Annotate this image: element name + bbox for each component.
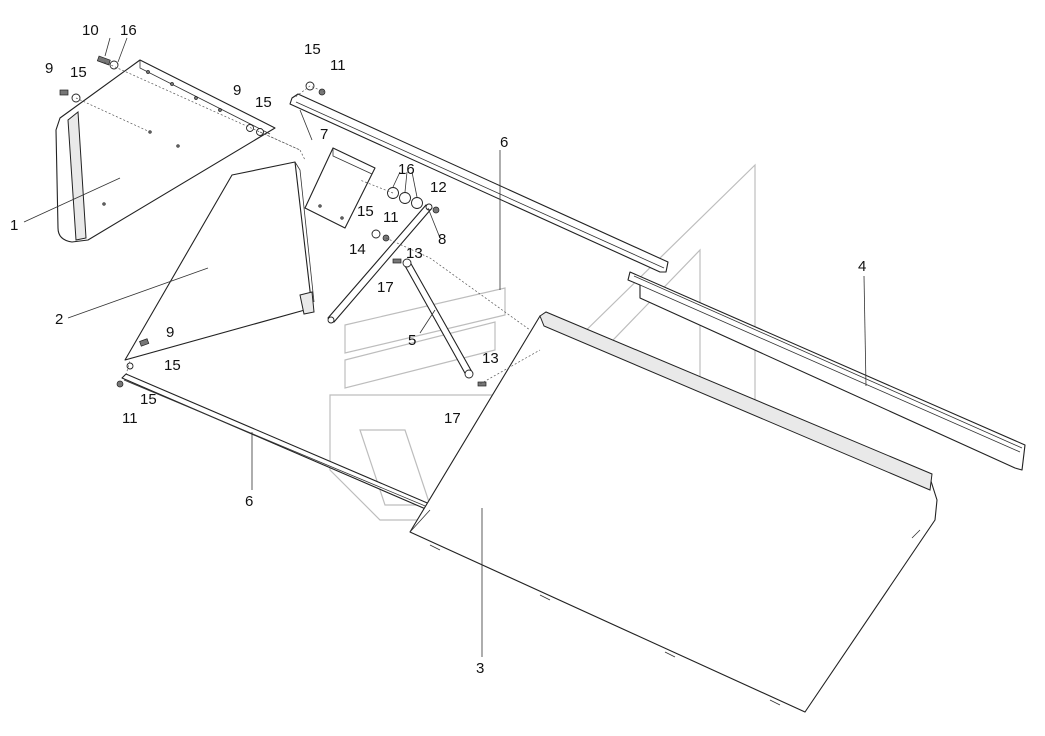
part-8-arm bbox=[327, 203, 433, 324]
part-6-upper-rail bbox=[289, 93, 669, 273]
leader-lines bbox=[75, 61, 541, 385]
callout-8: 8 bbox=[438, 231, 446, 248]
part-2-triangular-panel bbox=[124, 161, 315, 361]
callout-15: 15 bbox=[357, 203, 374, 220]
part-3-bottom-panel bbox=[409, 311, 938, 713]
callout-11: 11 bbox=[122, 410, 138, 427]
callout-labels: 10 16 9 15 9 15 15 11 6 7 16 12 15 11 8 … bbox=[10, 22, 866, 677]
callout-9: 9 bbox=[45, 60, 53, 77]
callout-4: 4 bbox=[858, 258, 866, 275]
callout-1: 1 bbox=[10, 217, 18, 234]
callout-15: 15 bbox=[304, 41, 321, 58]
callout-11: 11 bbox=[383, 209, 399, 226]
part-7-bracket-plate bbox=[304, 147, 376, 229]
label-pointers bbox=[23, 37, 867, 657]
callout-16: 16 bbox=[398, 161, 415, 178]
callout-14: 14 bbox=[349, 241, 366, 258]
part-5-gas-strut bbox=[402, 258, 474, 379]
callout-12: 12 bbox=[430, 179, 447, 196]
callout-15: 15 bbox=[164, 357, 181, 374]
callout-15: 15 bbox=[140, 391, 157, 408]
callout-10: 10 bbox=[82, 22, 99, 39]
part-1-side-panel bbox=[55, 59, 276, 243]
callout-17: 17 bbox=[377, 279, 394, 296]
callout-16: 16 bbox=[120, 22, 137, 39]
callout-15: 15 bbox=[255, 94, 272, 111]
callout-6: 6 bbox=[500, 134, 508, 151]
callout-15: 15 bbox=[70, 64, 87, 81]
callout-6: 6 bbox=[245, 493, 253, 510]
callout-9: 9 bbox=[166, 324, 174, 341]
callout-13: 13 bbox=[482, 350, 499, 367]
callout-5: 5 bbox=[408, 332, 416, 349]
callout-17: 17 bbox=[444, 410, 461, 427]
callout-13: 13 bbox=[406, 245, 423, 262]
part-4-angle-profile bbox=[627, 271, 1026, 471]
hardware-fasteners bbox=[59, 55, 487, 388]
callout-11: 11 bbox=[330, 57, 346, 74]
callout-9: 9 bbox=[233, 82, 241, 99]
callout-3: 3 bbox=[476, 660, 484, 677]
callout-7: 7 bbox=[320, 126, 328, 143]
callout-2: 2 bbox=[55, 311, 63, 328]
